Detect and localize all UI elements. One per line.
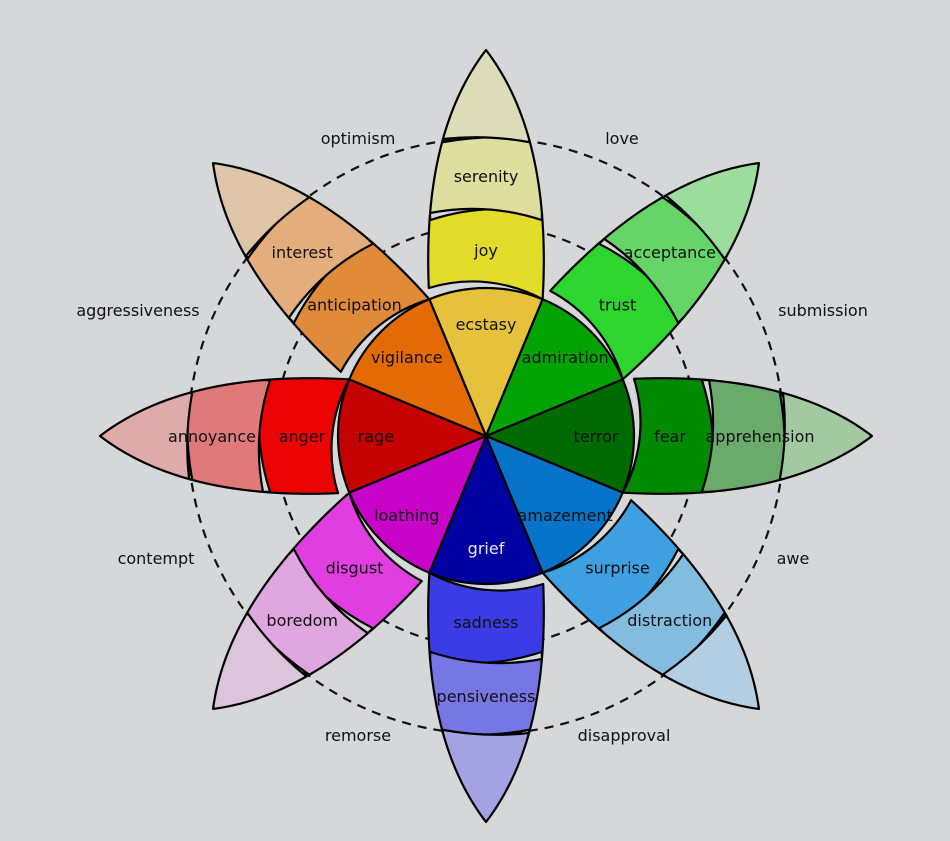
dyad-label-awe: awe <box>777 549 810 568</box>
band-mild-joy <box>429 136 543 222</box>
sector-intense-anger <box>336 378 488 494</box>
label-mild-sadness: pensiveness <box>437 687 536 706</box>
band-mild-surprise <box>598 553 728 678</box>
band-mild-disgust <box>244 548 369 678</box>
band-tip-sadness <box>441 728 531 824</box>
label-basic-surprise: surprise <box>585 559 649 578</box>
label-mild-joy: serenity <box>454 167 519 186</box>
sector-intense-sadness <box>428 434 544 586</box>
band-tip-fear <box>778 391 874 481</box>
label-intense-anger: rage <box>358 427 394 446</box>
band-mild-fear <box>700 379 786 493</box>
label-intense-trust: admiration <box>522 348 609 367</box>
label-mild-trust: acceptance <box>624 243 716 262</box>
band-tip-surprise <box>662 614 761 711</box>
label-intense-fear: terror <box>573 427 618 446</box>
emotion-labels: ecstasy joy serenity admiration trust accepta… <box>168 167 814 706</box>
label-basic-trust: trust <box>599 296 637 315</box>
dyad-label-disapproval: disapproval <box>578 726 671 745</box>
dyad-label-submission: submission <box>778 301 868 320</box>
band-tip-anger <box>98 391 194 481</box>
label-basic-sadness: sadness <box>454 613 519 632</box>
band-mild-trust <box>603 194 728 324</box>
petals <box>98 48 874 824</box>
label-mild-anticipation: interest <box>272 243 333 262</box>
dyad-label-contempt: contempt <box>118 549 195 568</box>
band-mild-anticipation <box>244 194 374 319</box>
label-basic-joy: joy <box>473 241 498 260</box>
dyad-label-aggressiveness: aggressiveness <box>76 301 199 320</box>
petal-joy <box>427 48 545 301</box>
petal-disgust <box>211 491 423 711</box>
sector-intense-surprise <box>484 434 624 574</box>
label-intense-anticipation: vigilance <box>371 348 443 367</box>
sector-intense-anticipation <box>348 298 488 438</box>
petal-surprise <box>541 499 761 711</box>
dyad-labels: love submission awe disapproval remorse conte… <box>76 129 868 745</box>
petal-fear <box>621 377 874 495</box>
band-mild-sadness <box>429 650 543 736</box>
label-basic-disgust: disgust <box>326 559 384 578</box>
band-tip-trust <box>664 161 761 260</box>
label-basic-anticipation: anticipation <box>307 296 402 315</box>
petal-anticipation <box>211 161 431 373</box>
label-intense-joy: ecstasy <box>456 315 517 334</box>
label-basic-anger: anger <box>279 427 326 446</box>
label-mild-anger: annoyance <box>168 427 256 446</box>
inner-core <box>336 286 636 586</box>
band-mild-anger <box>186 379 272 493</box>
dyad-label-remorse: remorse <box>325 726 391 745</box>
label-mild-disgust: boredom <box>266 611 338 630</box>
sector-intense-disgust <box>348 434 488 574</box>
band-tip-disgust <box>211 612 308 711</box>
sector-intense-trust <box>484 298 624 438</box>
petal-sadness <box>427 571 545 824</box>
dyad-label-love: love <box>605 129 639 148</box>
label-intense-disgust: loathing <box>374 506 439 525</box>
petal-trust <box>549 161 761 381</box>
dyad-label-optimism: optimism <box>321 129 396 148</box>
label-mild-fear: apprehension <box>705 427 814 446</box>
sector-intense-joy <box>428 286 544 438</box>
sector-intense-fear <box>484 378 636 494</box>
label-basic-fear: fear <box>654 427 686 446</box>
label-mild-surprise: distraction <box>627 611 712 630</box>
petal-anger <box>98 377 351 495</box>
label-intense-surprise: amazement <box>518 506 613 525</box>
label-intense-sadness: grief <box>468 539 505 558</box>
band-tip-joy <box>441 48 531 144</box>
band-tip-anticipation <box>211 161 310 258</box>
